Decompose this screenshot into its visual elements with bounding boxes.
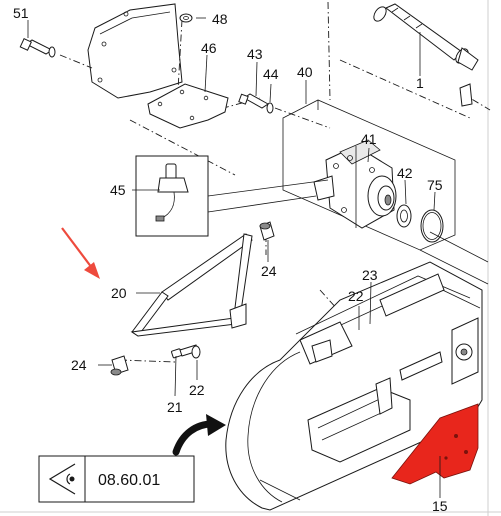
- callout-48: 48: [212, 11, 228, 27]
- nut-44: [266, 102, 274, 114]
- callout-75: 75: [427, 177, 443, 193]
- sensor-detail-box-45: [135, 155, 329, 237]
- callout-24-lower: 24: [71, 357, 87, 373]
- callout-22-lower: 22: [189, 382, 205, 398]
- shaft-1: [373, 3, 479, 107]
- highlighted-cover-15[interactable]: [391, 403, 479, 485]
- view-reference-box[interactable]: 08.60.01: [38, 455, 195, 503]
- callout-24-upper: 24: [261, 263, 277, 279]
- callout-23: 23: [362, 267, 378, 283]
- assembly-frame-40: [282, 99, 456, 251]
- cover-15-shape[interactable]: [391, 403, 479, 485]
- callout-42: 42: [397, 165, 413, 181]
- o-ring-75: [420, 209, 444, 243]
- assembly-guide-lines: [59, 1, 491, 363]
- callout-22-upper: 22: [348, 288, 364, 304]
- hydraulic-motor-41: [313, 139, 397, 229]
- view-reference-label[interactable]: 08.60.01: [98, 472, 160, 489]
- guard-bracket-20: [130, 233, 253, 337]
- callout-51: 51: [13, 5, 29, 21]
- callout-20: 20: [111, 285, 127, 301]
- bolt-51: [19, 38, 56, 58]
- callout-15: 15: [432, 498, 448, 514]
- plug-24-lower: [110, 355, 129, 376]
- washer-48: [179, 13, 193, 23]
- leader-lines: [27, 17, 441, 498]
- callout-1: 1: [416, 75, 424, 91]
- red-pointer-arrow: [61, 227, 100, 279]
- plug-24-upper: [259, 221, 275, 241]
- washer-22-lower: [191, 345, 201, 359]
- callout-44: 44: [263, 66, 279, 82]
- eye-view-icon: [48, 463, 76, 495]
- callout-46: 46: [201, 40, 217, 56]
- mounting-plate-46: [147, 83, 229, 129]
- callout-45: 45: [110, 182, 126, 198]
- track-frame: [225, 231, 489, 511]
- callout-labels: 51 48 46 43 44 40 1 41 45 42 75 24 20 23…: [13, 5, 448, 514]
- callout-40: 40: [297, 64, 313, 80]
- cover-plate: [87, 3, 183, 99]
- callout-21: 21: [167, 399, 183, 415]
- reference-curved-arrow: [172, 414, 226, 456]
- seal-ring-42: [396, 204, 412, 228]
- callout-41: 41: [361, 131, 377, 147]
- callout-43: 43: [247, 46, 263, 62]
- bolt-43: [238, 93, 269, 109]
